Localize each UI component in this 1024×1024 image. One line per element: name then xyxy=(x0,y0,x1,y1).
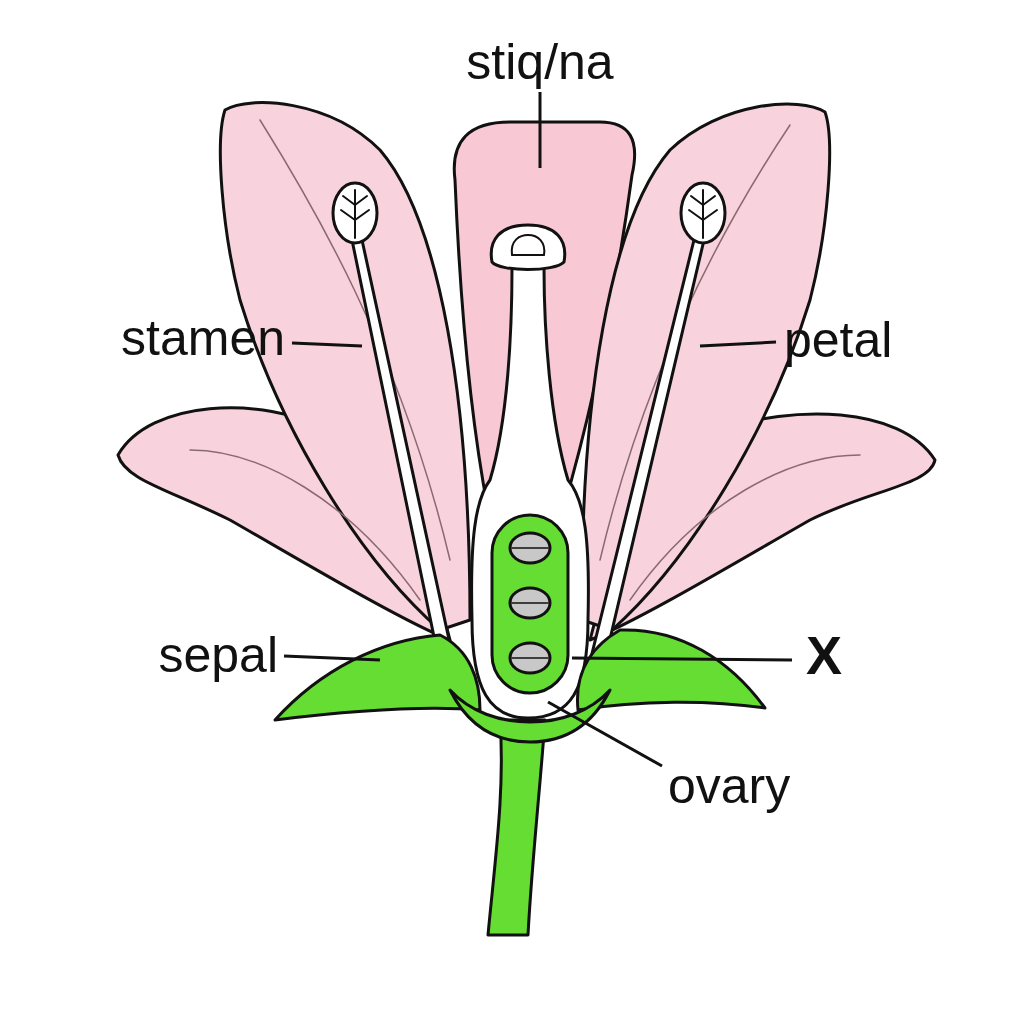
leader-lines xyxy=(284,92,792,766)
part-label: petal xyxy=(784,315,892,365)
part-label: stiq/na xyxy=(466,37,613,87)
callout-letter: X xyxy=(806,628,842,682)
part-label: ovary xyxy=(668,761,790,811)
part-label: stamen xyxy=(121,313,285,363)
part-label: sepal xyxy=(158,630,278,680)
